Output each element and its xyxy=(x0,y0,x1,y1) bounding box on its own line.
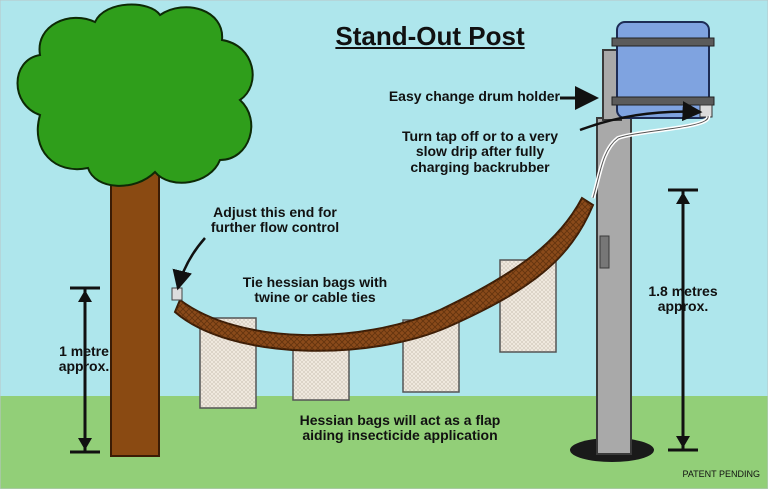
tap-instruction-label: Turn tap off or to a very slow drip afte… xyxy=(360,128,600,175)
drum-strap-bottom xyxy=(611,96,715,106)
post-height-label-line: approx. xyxy=(657,298,709,315)
one-metre-label-line: 1 metre xyxy=(59,343,109,359)
adjust-end-label: Adjust this end for further flow control xyxy=(180,204,370,236)
adjust-arrow xyxy=(172,237,206,291)
post-height-label: 1.8 metres approx. xyxy=(637,283,729,315)
diagram-title: Stand-Out Post xyxy=(335,21,525,51)
tap-label-line: Turn tap off or to a very xyxy=(401,128,559,144)
tap-label-line: slow drip after fully xyxy=(415,143,545,160)
post-body xyxy=(596,117,632,455)
patent-pending-label: PATENT PENDING xyxy=(682,469,760,479)
tree-trunk xyxy=(110,159,160,457)
hessian-flap-label: Hessian bags will act as a flap aiding i… xyxy=(250,412,550,444)
drum-strap-top xyxy=(611,37,715,47)
adjust-label-line: Adjust this end for xyxy=(213,204,337,220)
tap-label-line: charging backrubber xyxy=(410,158,550,175)
annotation-arrows xyxy=(70,86,703,454)
one-metre-label-line: approx. xyxy=(58,358,110,375)
drum xyxy=(611,21,715,119)
tie-bags-label: Tie hessian bags with twine or cable tie… xyxy=(215,274,415,306)
hessian-label-line: aiding insecticide application xyxy=(302,427,498,444)
adjust-label-line: further flow control xyxy=(210,219,340,236)
tie-label-line: Tie hessian bags with xyxy=(242,274,388,290)
tie-label-line: twine or cable ties xyxy=(254,289,376,306)
tap-icon xyxy=(699,104,713,118)
tree-foliage xyxy=(16,3,254,187)
tree xyxy=(16,3,254,457)
hessian-label-line: Hessian bags will act as a flap xyxy=(299,412,501,428)
one-metre-label: 1 metre approx. xyxy=(40,343,128,375)
rubber-end-fitting xyxy=(171,287,183,301)
drum-holder-label: Easy change drum holder xyxy=(388,88,560,104)
tap-arrow xyxy=(579,101,703,132)
post-height-label-line: 1.8 metres xyxy=(648,283,718,299)
post-bracket xyxy=(599,235,610,269)
